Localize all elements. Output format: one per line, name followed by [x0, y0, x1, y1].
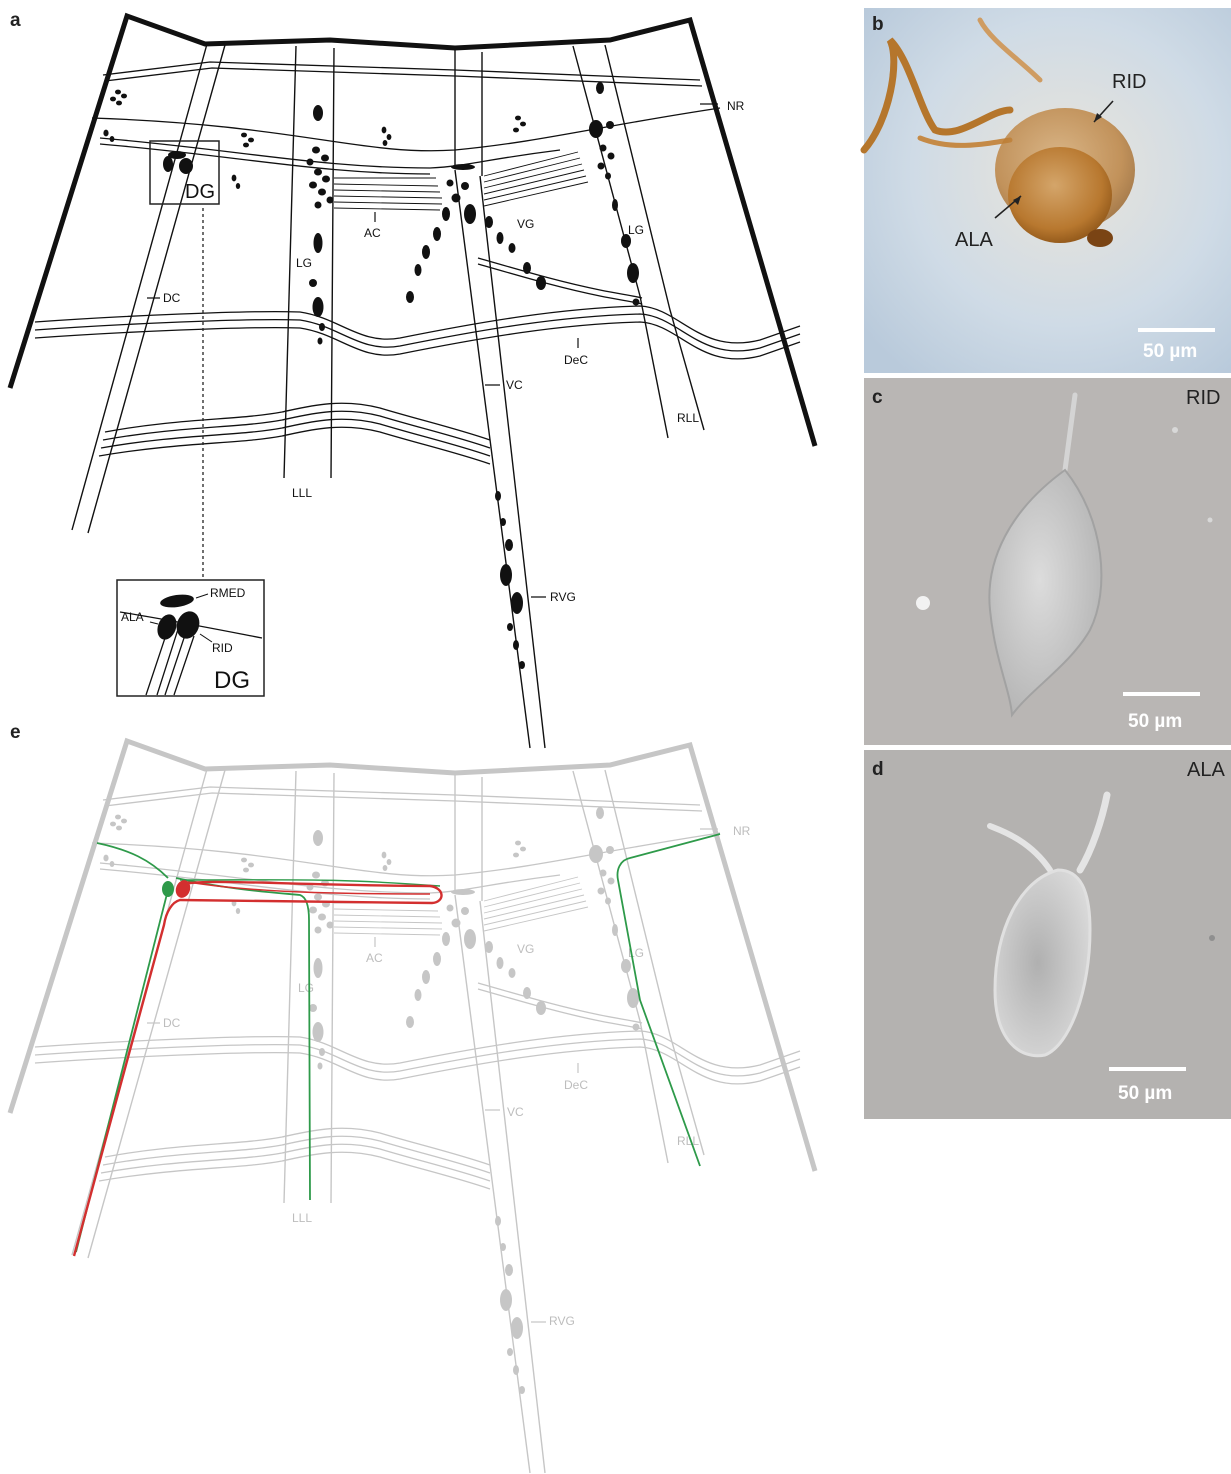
panel-letter-b: b — [872, 14, 884, 35]
label-rvg: RVG — [550, 590, 576, 604]
photo-c: 50 µm RID — [864, 378, 1231, 745]
label-dg: DG — [185, 181, 215, 203]
scale-text-b: 50 µm — [1143, 341, 1197, 362]
scale-text-d: 50 µm — [1118, 1083, 1172, 1104]
label-ac: AC — [364, 226, 381, 240]
label-lg-left: LG — [296, 256, 312, 270]
photo-b-label-rid: RID — [1112, 71, 1146, 93]
scale-bar-c — [1123, 692, 1200, 696]
ghost-label-rvg: RVG — [549, 1314, 575, 1328]
inset-label-rid: RID — [212, 641, 233, 655]
label-lg-right: LG — [628, 223, 644, 237]
ghost-label-vg: VG — [517, 942, 534, 956]
rid-neuron-trace — [74, 878, 442, 1256]
photo-c-label: RID — [1186, 387, 1220, 409]
panel-letter-a: a — [10, 10, 21, 31]
ghost-label-dec: DeC — [564, 1078, 588, 1092]
photo-b-label-ala: ALA — [955, 229, 993, 251]
ghost-label-dc: DC — [163, 1016, 181, 1030]
ghost-label-nr: NR — [733, 824, 751, 838]
photo-d-label: ALA — [1187, 759, 1225, 781]
worm-head-diagram-ghost — [10, 741, 815, 1473]
label-vg: VG — [517, 217, 534, 231]
ghost-label-ac: AC — [366, 951, 383, 965]
photo-d: 50 µm ALA — [864, 750, 1231, 1119]
scale-bar-b — [1138, 328, 1215, 332]
photo-b: RID ALA 50 µm — [864, 8, 1231, 373]
ghost-label-lll: LLL — [292, 1211, 312, 1225]
label-dec: DeC — [564, 353, 588, 367]
scale-text-c: 50 µm — [1128, 711, 1182, 732]
dg-inset: RMED ALA RID DG — [117, 580, 264, 696]
panel-letter-e: e — [10, 722, 21, 743]
ghost-labels: NR DC AC VG LG LG DeC VC RLL LLL RVG — [163, 824, 751, 1328]
ghost-label-lg-left: LG — [298, 981, 314, 995]
panel-letter-d: d — [872, 759, 884, 780]
ala-neuron-trace — [76, 834, 720, 1252]
inset-label-rmed: RMED — [210, 586, 246, 600]
label-nr: NR — [727, 99, 745, 113]
panel-letter-c: c — [872, 387, 883, 408]
label-rll: RLL — [677, 411, 699, 425]
inset-label-ala: ALA — [121, 610, 144, 624]
label-lll: LLL — [292, 486, 312, 500]
label-dc: DC — [163, 291, 181, 305]
dg-neurons — [163, 151, 193, 174]
label-vc: VC — [506, 378, 523, 392]
ghost-label-vc: VC — [507, 1105, 524, 1119]
ala-soma — [162, 881, 174, 897]
inset-label-dg: DG — [214, 667, 250, 694]
scale-bar-d — [1109, 1067, 1186, 1071]
ghost-label-rll: RLL — [677, 1134, 699, 1148]
